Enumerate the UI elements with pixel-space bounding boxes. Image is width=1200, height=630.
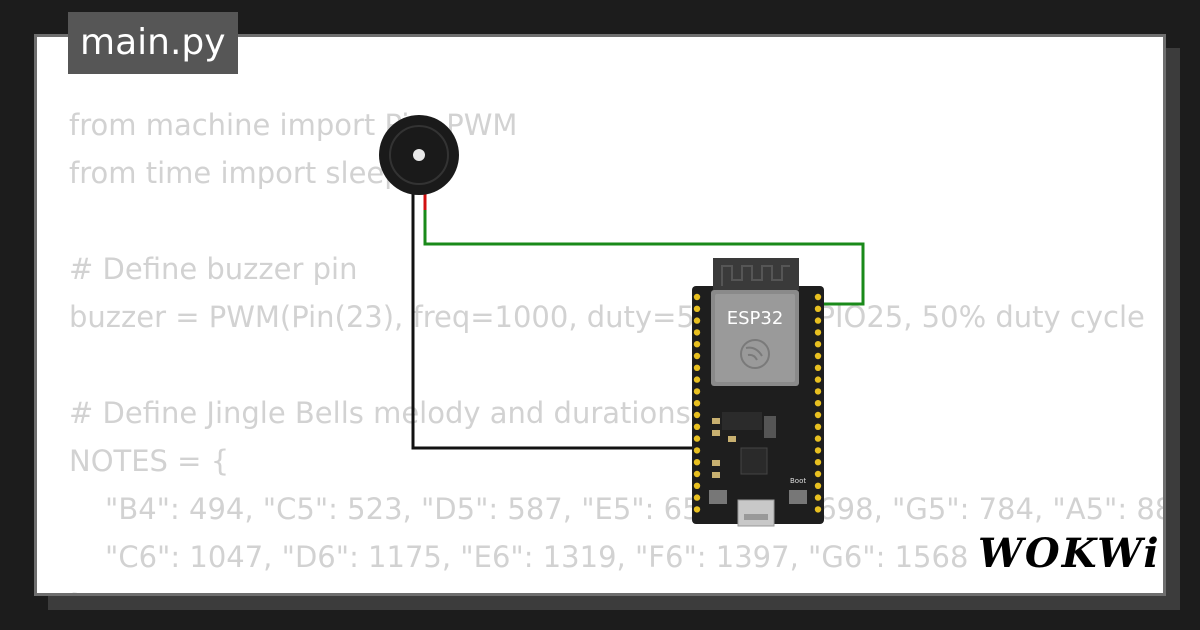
pin[interactable] — [814, 329, 822, 336]
pin[interactable] — [814, 400, 822, 407]
pin[interactable] — [814, 435, 822, 442]
pin[interactable] — [693, 352, 701, 360]
code-line: "C6": 1047, "D6": 1175, "E6": 1319, "F6"… — [105, 540, 969, 574]
esp32-board[interactable]: Boot ESP32 — [692, 258, 824, 527]
wokwi-logo: WOKWi — [978, 530, 1161, 577]
code-line: "B4": 494, "C5": 523, "D5": 587, "E5": 6… — [105, 492, 1166, 526]
pin[interactable] — [814, 459, 822, 466]
pin[interactable] — [693, 293, 701, 301]
pin[interactable] — [693, 376, 701, 383]
pin[interactable] — [814, 423, 822, 430]
pin[interactable] — [814, 494, 822, 501]
pin[interactable] — [693, 364, 701, 371]
pin-header-left — [693, 293, 701, 513]
pin[interactable] — [693, 506, 701, 513]
pin-header-right — [814, 293, 822, 513]
boot-label: Boot — [790, 477, 806, 485]
file-tab[interactable]: main.py — [68, 12, 238, 74]
buzzer[interactable] — [379, 115, 459, 195]
pin[interactable] — [693, 459, 701, 466]
pin[interactable] — [693, 470, 701, 478]
espressif-logo-icon — [740, 339, 770, 369]
code-line: from machine import Pin, PWM — [69, 108, 518, 142]
en-button[interactable] — [709, 490, 727, 504]
pin[interactable] — [693, 423, 701, 430]
pin[interactable] — [814, 376, 822, 383]
pin[interactable] — [814, 317, 822, 324]
board-label: ESP32 — [727, 308, 784, 329]
pin[interactable] — [814, 482, 822, 489]
pin[interactable] — [814, 506, 822, 513]
pin[interactable] — [814, 470, 822, 478]
pin[interactable] — [693, 400, 701, 407]
pin[interactable] — [693, 494, 701, 501]
pin[interactable] — [814, 352, 822, 360]
code-line: NOTES = { — [69, 444, 230, 478]
pin[interactable] — [693, 482, 701, 489]
boot-button[interactable] — [789, 490, 807, 504]
pin[interactable] — [693, 341, 701, 348]
pin[interactable] — [814, 388, 822, 395]
pin[interactable] — [693, 388, 701, 395]
pin[interactable] — [693, 317, 701, 324]
pin[interactable] — [693, 305, 701, 312]
usb-port — [737, 499, 775, 527]
pin[interactable] — [814, 305, 822, 312]
code-line: # Define buzzer pin — [69, 252, 358, 286]
pin[interactable] — [814, 341, 822, 348]
wire-black[interactable] — [411, 200, 700, 450]
pin[interactable] — [693, 447, 701, 454]
pin[interactable] — [693, 411, 701, 419]
code-line: # Define Jingle Bells melody and duratio… — [69, 396, 691, 430]
pin[interactable] — [693, 329, 701, 336]
pin[interactable] — [814, 364, 822, 371]
pin[interactable] — [814, 447, 822, 454]
wire-green[interactable] — [423, 200, 865, 306]
pin[interactable] — [693, 435, 701, 442]
pin[interactable] — [814, 411, 822, 419]
pin[interactable] — [814, 293, 822, 301]
code-line: } — [69, 581, 1163, 593]
